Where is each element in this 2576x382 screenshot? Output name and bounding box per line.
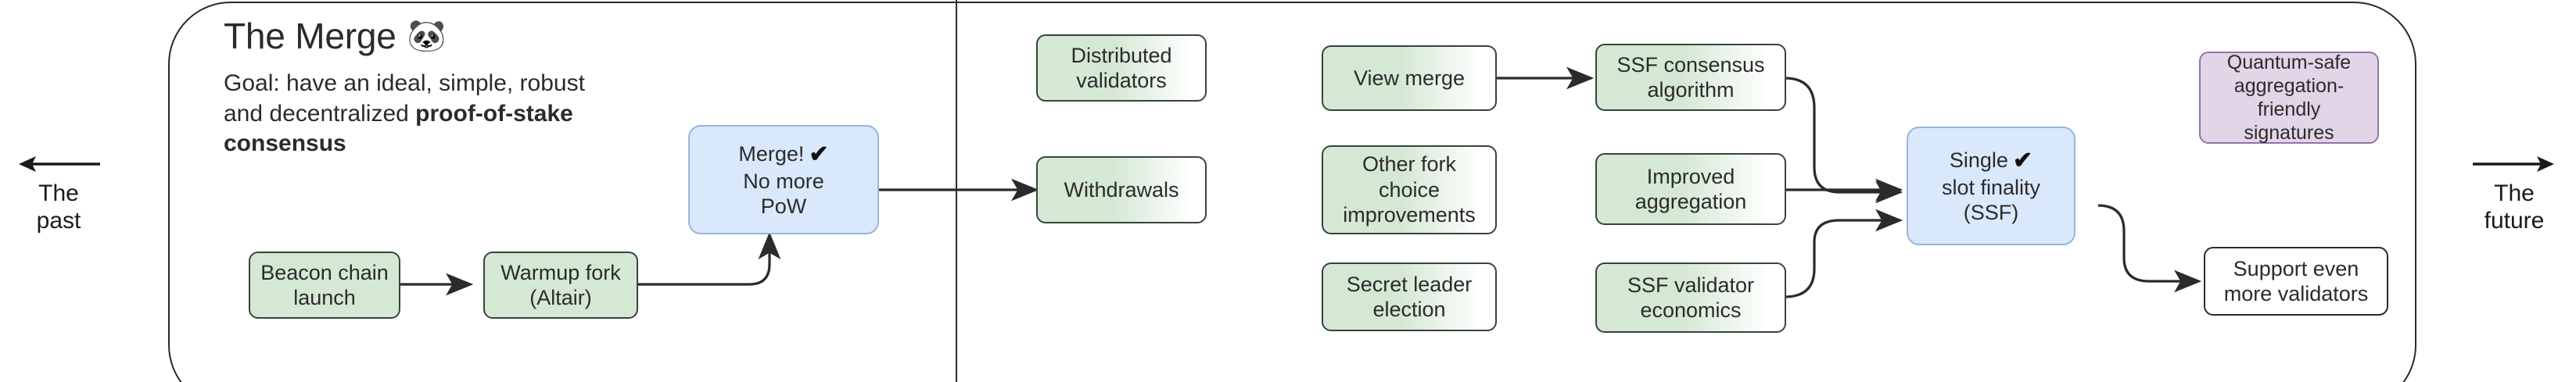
timeline-future-label: The future [2484,180,2545,234]
check-icon: ✔ [809,141,829,167]
headline-block: The Merge 🐼 Goal: have an ideal, simple,… [224,17,662,159]
node-label-secondary: No more PoW [743,169,824,218]
goal-text-normal: Goal: have an ideal, simple, robust and … [224,70,585,127]
node-label: View merge [1353,66,1466,90]
node-label: SSF consensus algorithm [1616,52,1765,102]
node-label: Other fork choice improvements [1343,152,1476,227]
node-label: Improved aggregation [1634,164,1747,213]
node-single-slot-finality[interactable]: Single ✔ slot finality (SSF) [1907,127,2076,245]
check-icon: ✔ [2012,147,2033,173]
node-label: Quantum-safe aggregation- friendly signa… [2226,52,2352,144]
node-label: Secret leader election [1346,272,1473,321]
panda-icon: 🐼 [407,19,447,54]
goal-text: Goal: have an ideal, simple, robust and … [224,69,599,159]
node-warmup-fork[interactable]: Warmup fork (Altair) [483,252,638,319]
node-label: Beacon chain launch [260,260,389,309]
node-label: Single [1949,148,2008,173]
roadmap-container-outline [168,2,2416,382]
node-ssf-consensus-algorithm[interactable]: SSF consensus algorithm [1595,44,1786,111]
node-label: Merge! [738,142,805,166]
node-label: Warmup fork (Altair) [500,260,621,309]
node-label-secondary: slot finality (SSF) [1941,175,2041,224]
node-ssf-validator-economics[interactable]: SSF validator economics [1595,262,1786,333]
phase-divider [956,0,957,382]
node-withdrawals[interactable]: Withdrawals [1036,156,1207,223]
right-arrow-icon [2463,148,2565,180]
node-other-fork-choice-improvements[interactable]: Other fork choice improvements [1322,145,1497,234]
node-improved-aggregation[interactable]: Improved aggregation [1595,153,1786,225]
node-label: Withdrawals [1064,177,1179,202]
node-view-merge[interactable]: View merge [1322,45,1497,111]
timeline-future: The future [2463,148,2565,235]
node-label: Support even more validators [2223,256,2369,305]
left-arrow-icon [8,148,109,180]
node-label: SSF validator economics [1627,273,1755,322]
timeline-past-label: The past [36,180,81,234]
page-title: The Merge 🐼 [224,17,662,55]
node-support-even-more-validators[interactable]: Support even more validators [2204,247,2388,316]
node-secret-leader-election[interactable]: Secret leader election [1322,262,1497,331]
node-label: Distributed validators [1071,43,1172,92]
node-quantum-safe-signatures[interactable]: Quantum-safe aggregation- friendly signa… [2199,52,2379,144]
node-merge[interactable]: Merge! ✔ No more PoW [688,125,879,234]
node-distributed-validators[interactable]: Distributed validators [1036,34,1207,102]
timeline-past: The past [8,148,109,235]
goal-text-bold: proof-of-stake consensus [224,100,573,157]
page-title-text: The Merge [224,16,396,56]
node-beacon-chain-launch[interactable]: Beacon chain launch [249,252,400,319]
